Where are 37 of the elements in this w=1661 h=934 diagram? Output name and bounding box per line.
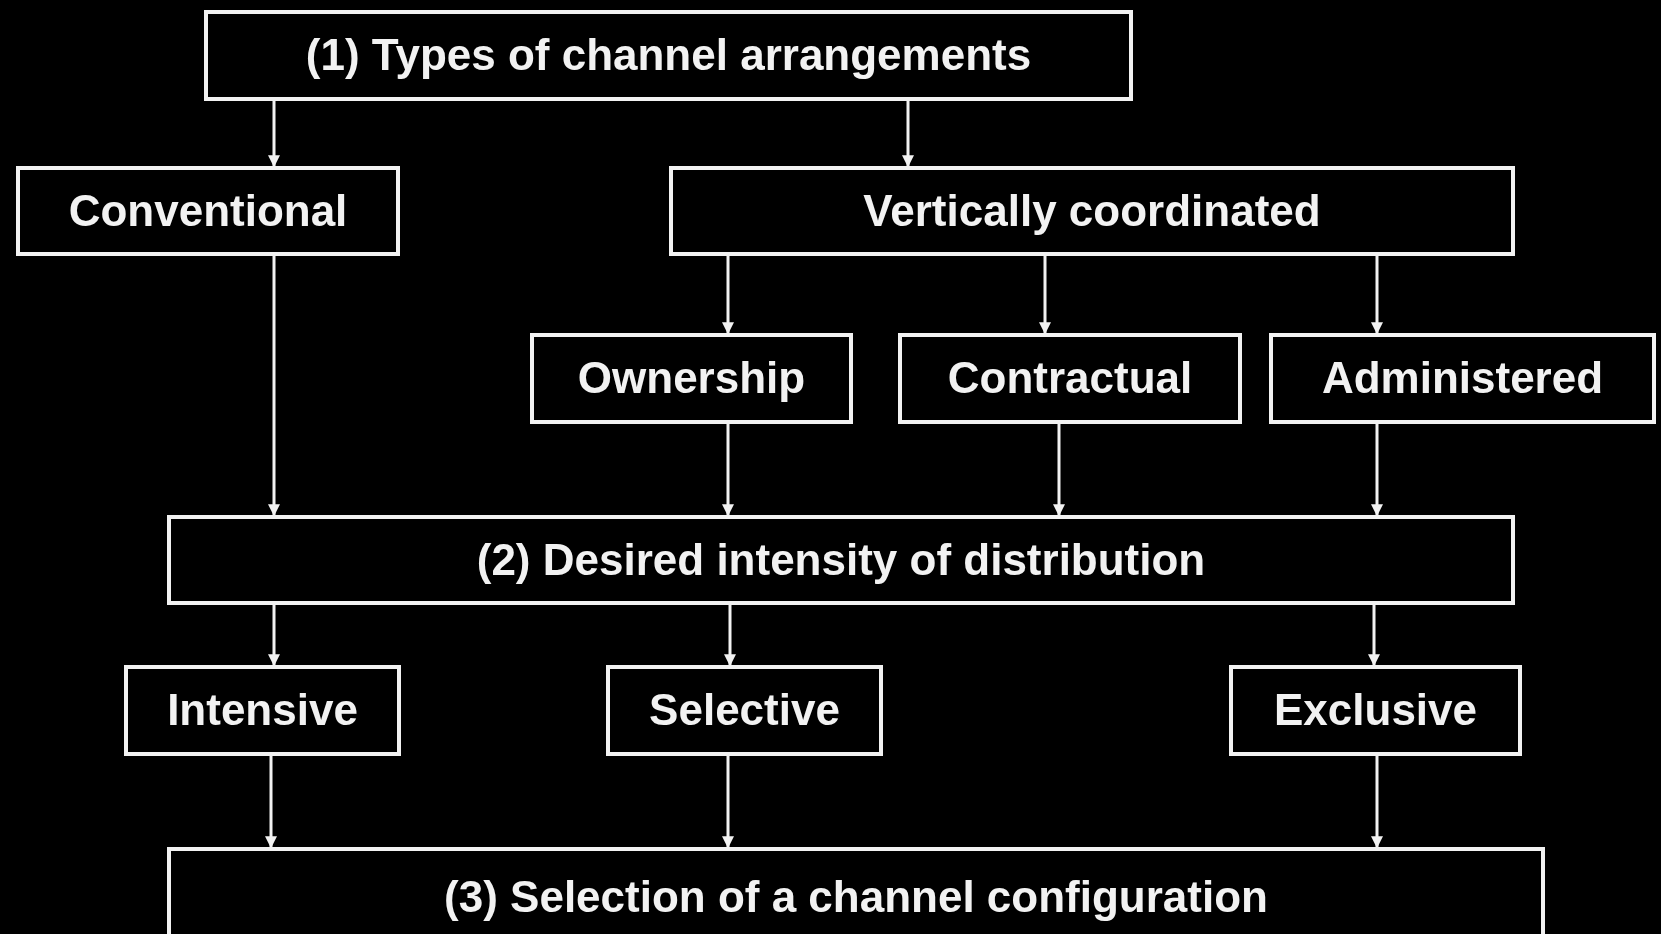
- box-label: Vertically coordinated: [863, 186, 1321, 236]
- arrow: [265, 756, 277, 849]
- box-label: Ownership: [577, 354, 806, 403]
- box-label: Intensive: [167, 686, 358, 735]
- process-box: [1269, 333, 1656, 424]
- process-box: [167, 515, 1515, 605]
- box-label: Exclusive: [1274, 686, 1477, 735]
- process-box: [898, 333, 1242, 424]
- process-box: [16, 166, 400, 256]
- process-box: [1229, 665, 1522, 756]
- arrow: [902, 101, 914, 168]
- box-label: Contractual: [947, 354, 1193, 403]
- process-box: [204, 10, 1133, 101]
- arrow: [1371, 256, 1383, 335]
- arrow: [724, 605, 736, 667]
- process-box: [669, 166, 1515, 256]
- process-box: [606, 665, 883, 756]
- box-label: Administered: [1321, 354, 1604, 403]
- arrow: [722, 756, 734, 849]
- arrow: [268, 605, 280, 667]
- box-label: (1) Types of channel arrangements: [305, 31, 1032, 80]
- arrow: [722, 424, 734, 517]
- arrow: [268, 256, 280, 517]
- box-label: (3) Selection of a channel configuration: [444, 872, 1268, 922]
- process-box: [124, 665, 401, 756]
- arrow: [1053, 424, 1065, 517]
- arrow: [1371, 756, 1383, 849]
- box-label: Selective: [649, 686, 840, 735]
- arrow: [1368, 605, 1380, 667]
- arrow: [722, 256, 734, 335]
- process-box: [167, 847, 1545, 934]
- arrow: [268, 101, 280, 168]
- box-label: Conventional: [68, 186, 348, 236]
- process-box: [530, 333, 853, 424]
- box-label: (2) Desired intensity of distribution: [476, 535, 1206, 585]
- arrow: [1039, 256, 1051, 335]
- arrow: [1371, 424, 1383, 517]
